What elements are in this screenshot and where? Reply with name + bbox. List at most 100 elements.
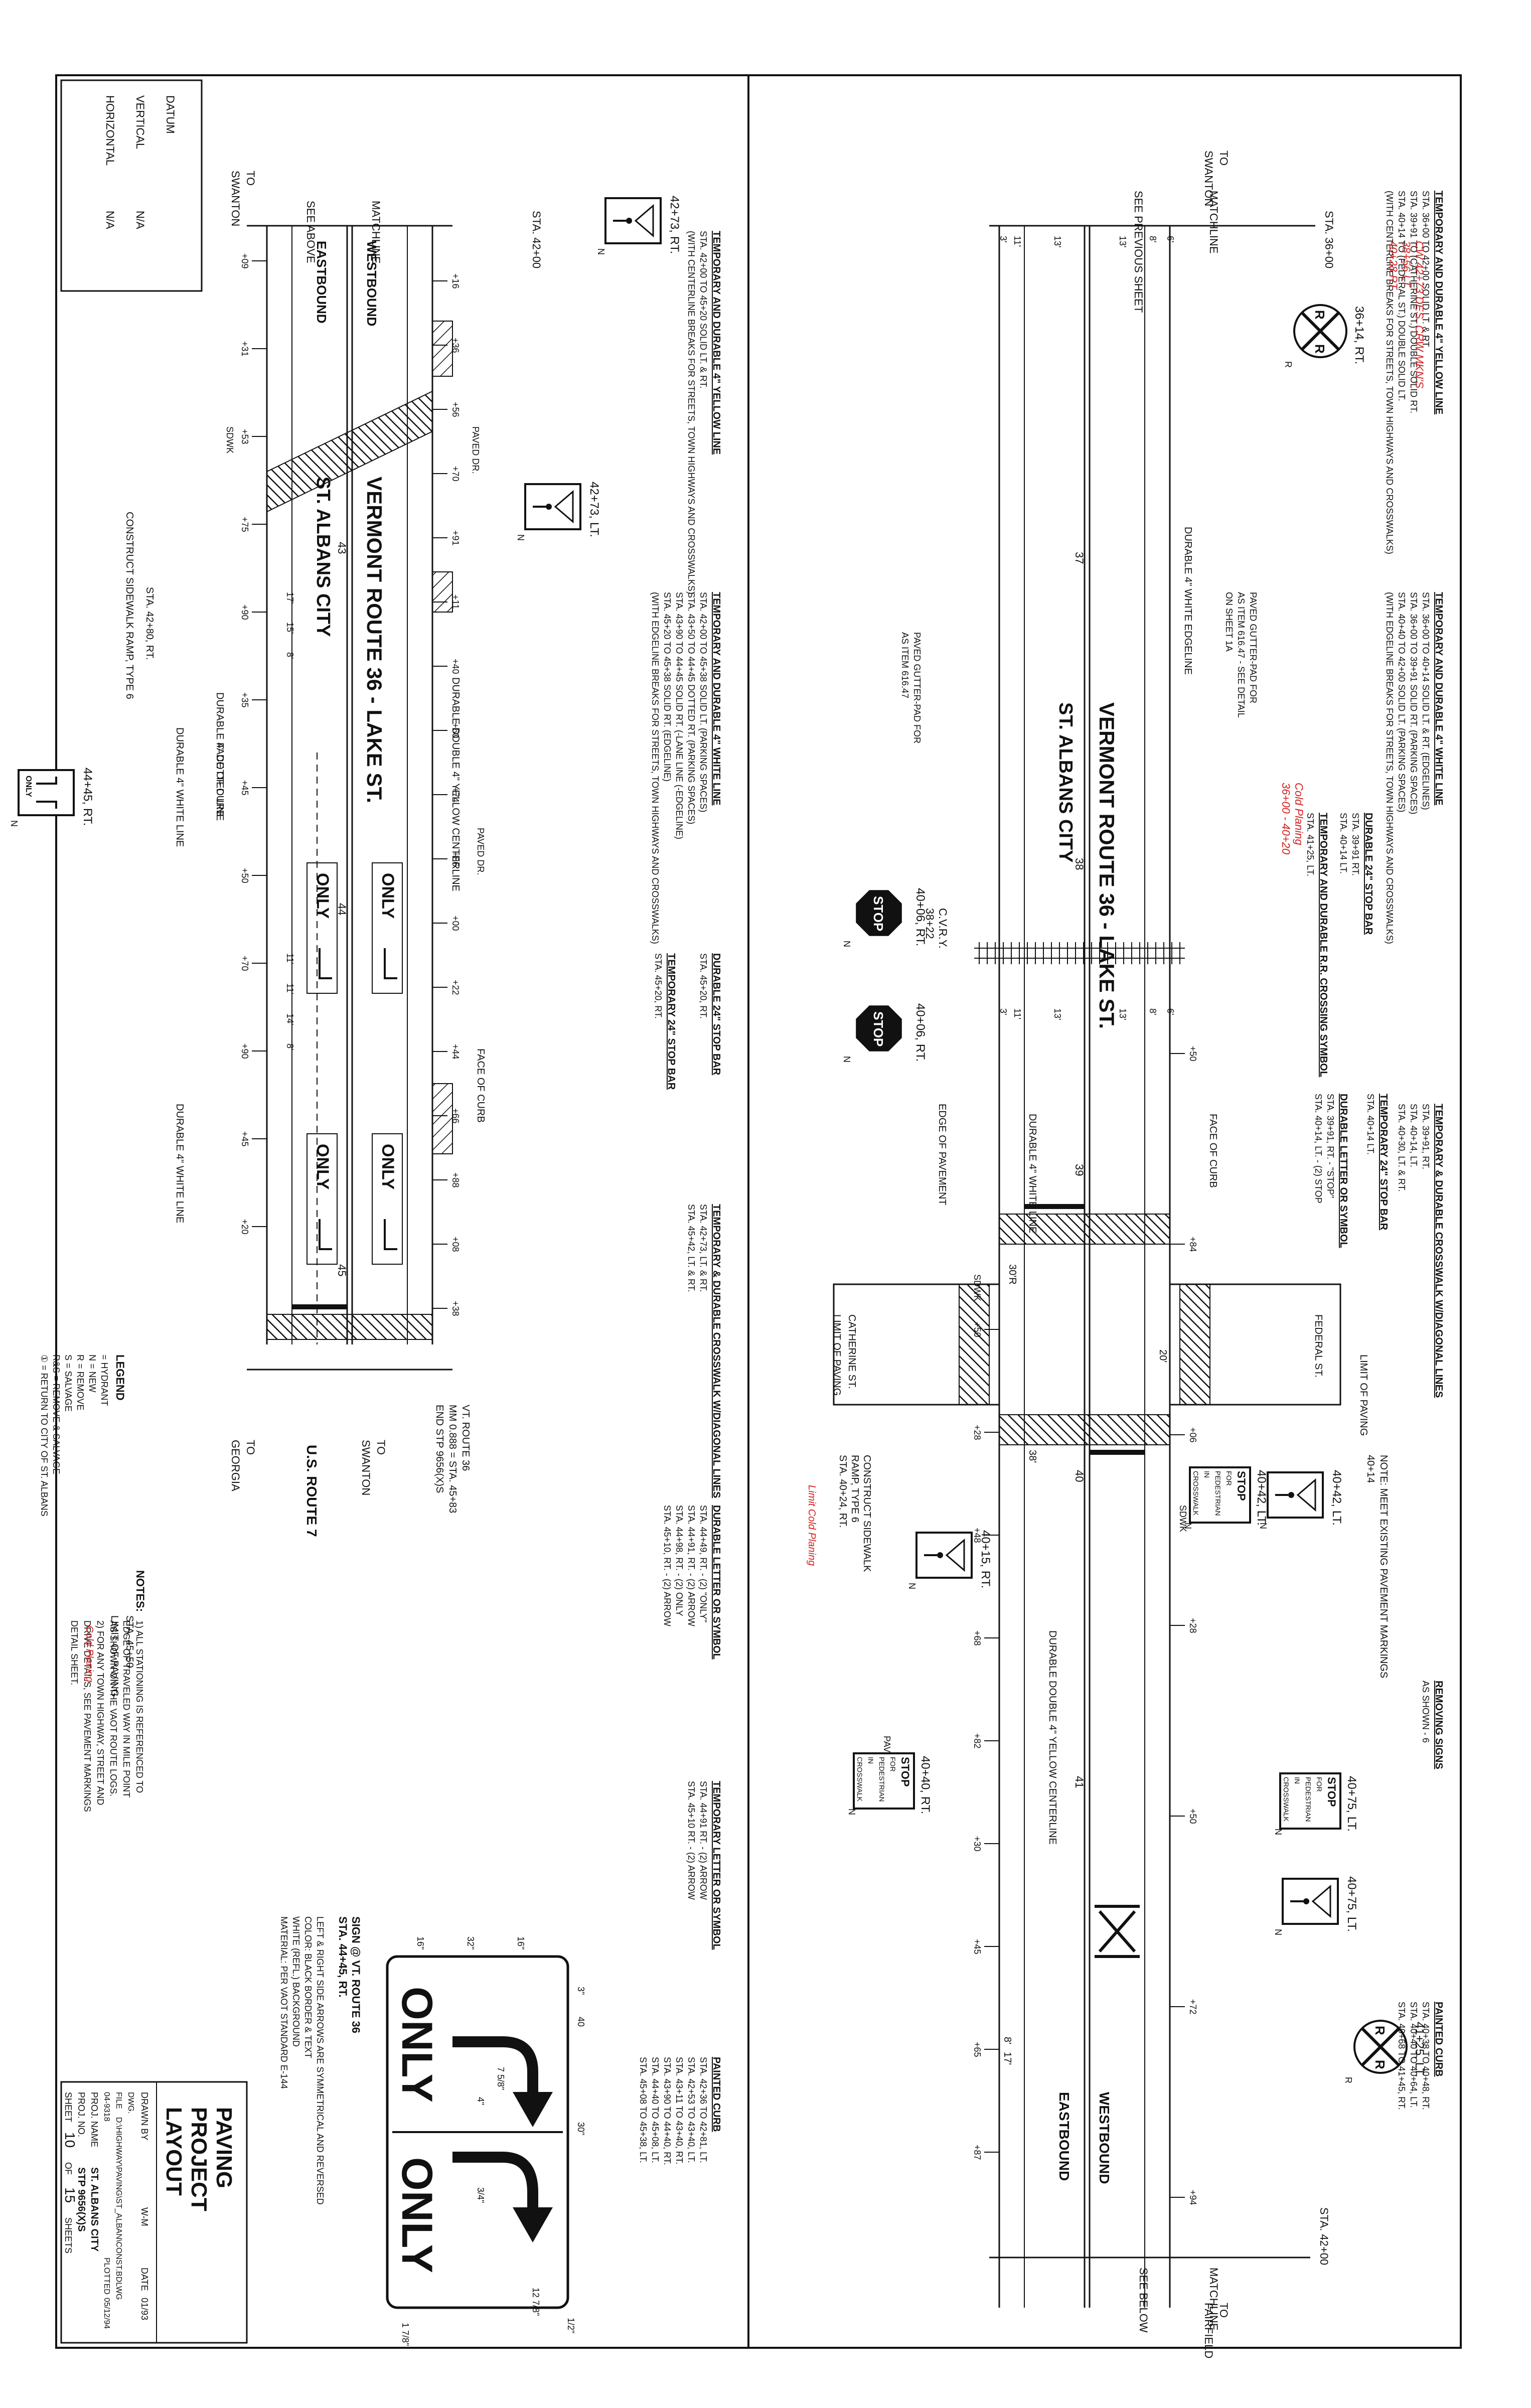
spec-title: TEMPORARY AND DURABLE 4" YELLOW LINE: [1433, 191, 1444, 414]
offset-label: +72: [1188, 1999, 1198, 2015]
stop-for-ped-text: FOR: [1315, 1777, 1323, 1792]
spec-crosswalk: TEMPORARY & DURABLE CROSSWALK W/DIAGONAL…: [1397, 1104, 1444, 1398]
spec-row: STA. 45+08 TO 45+38, LT.: [638, 2057, 648, 2163]
legend-item: N = NEW: [87, 1354, 97, 1393]
datum-frame: [60, 79, 203, 292]
pedestrian-sign-icon: [604, 197, 662, 244]
label-white-line: DURABLE 4" WHITE LINE: [1027, 1114, 1038, 1233]
note-line: DRIVE DETAILS, SEE PAVEMENT MARKINGS: [82, 1620, 92, 1812]
spec-row: STA. 39+91 RT.: [1350, 813, 1360, 876]
b-sdwk: SDWK: [225, 426, 235, 454]
sign-status: N: [847, 1809, 857, 1815]
b-to-swanton-2: SWANTON: [229, 171, 242, 226]
spec-title: TEMPORARY & DURABLE CROSSWALK W/DIAGONAL…: [1433, 1104, 1444, 1398]
sign: 40+42, LT.N: [1258, 1470, 1343, 1529]
stop-sign-text: STOP: [871, 896, 886, 931]
offset-label: +30: [972, 1836, 982, 1852]
to-fairfield-2: FAIRFIELD: [1202, 2303, 1215, 2358]
b-matchline-label: MATCHLINE: [370, 201, 382, 264]
offset-label: +75: [240, 517, 250, 532]
offset-label: +36: [450, 338, 461, 353]
pedestrian-sign-icon: [1282, 1878, 1339, 1925]
b-to-georgia-1: TO: [244, 1440, 257, 1455]
only-marking-text: ONLY: [378, 873, 397, 919]
stop-for-ped-text: PEDESTRIAN: [1214, 1471, 1222, 1516]
offset-label: +44: [450, 1044, 461, 1060]
sign: 42+73, RT.N: [596, 196, 681, 255]
sign-station: 40+75, LT.: [1345, 1876, 1358, 1932]
sign-status: N: [516, 534, 526, 541]
hw-top-note: CW 42+73 DES. CRW MKN'S: [1413, 241, 1426, 388]
legend-item: R = REMOVE: [75, 1354, 85, 1411]
rr-letter: R: [1372, 2060, 1388, 2069]
spec-row: (WITH CENTERLINE BREAKS FOR STREETS, TOW…: [686, 231, 696, 594]
pedestrian-sign-icon: [1267, 1471, 1324, 1519]
pedestrian-sign-icon: [524, 483, 581, 530]
spec-row: AS SHOWN - 6: [1421, 1681, 1431, 1743]
sign-dimension: 3/4": [476, 2187, 486, 2203]
b-road-name: VERMONT ROUTE 36 - LAKE ST.: [363, 477, 386, 803]
lane-width: 8': [1148, 1008, 1158, 1015]
sign-status: N: [907, 1583, 917, 1589]
see-below: SEE BELOW: [1137, 2268, 1150, 2333]
spec-row: STA. 40+68 TO 41+45, RT.: [1397, 2002, 1407, 2110]
offset-label: +45: [240, 1131, 250, 1147]
b-painted-curb-3: [432, 1083, 453, 1154]
lane-width: 15': [285, 622, 295, 634]
spec-row: (WITH CENTERLINE BREAKS FOR STREETS, TOW…: [1385, 191, 1395, 554]
sign-station: 42+73, LT.: [587, 482, 601, 537]
sign-status: N: [1273, 1929, 1283, 1935]
spec-title: DURABLE 24" STOP BAR: [1363, 813, 1374, 935]
sign-detail: ONLY ONLY 30"16"32"16"403"1/2"12 7/8"7 5…: [279, 1916, 586, 2346]
notes: NOTES: 1) ALL STATIONING IS REFERENCED T…: [69, 1570, 146, 1812]
sign-only-2: ONLY: [393, 2157, 441, 2273]
dim-17: 17': [1002, 2052, 1013, 2065]
stop-for-ped-text: STOP: [1235, 1471, 1248, 1501]
pedestrian-sign-icon: [915, 1532, 973, 1579]
sign-detail-title: SIGN @ VT. ROUTE 36: [350, 1916, 362, 2033]
spec-title: PAINTED CURB: [711, 2057, 722, 2132]
spec-row: STA. 42+36 TO 42+81, LT.: [698, 2057, 708, 2163]
lane-width: 6': [1165, 1008, 1175, 1015]
drawn-by-label: DRAWN BY: [139, 2092, 149, 2140]
offset-label: +53: [240, 429, 250, 444]
dwg-label: DWG.: [126, 2092, 135, 2114]
proj-no-label: PROJ. NO.: [76, 2092, 86, 2137]
sign: 40+75, LT. N: [1273, 1876, 1358, 1935]
spec-row: (WITH EDGELINE BREAKS FOR STREETS, TOWN …: [1385, 592, 1395, 944]
b-crosswalk-1: [266, 390, 433, 513]
b-eastbound: EASTBOUND: [314, 241, 329, 324]
offset-label: +31: [240, 341, 250, 357]
b-limit-paving: LIMIT OF PAVING: [109, 1615, 120, 1697]
lane-width: 8': [285, 1043, 295, 1050]
offset-label: +08: [450, 1237, 461, 1252]
spec-row: STA. 44+49, RT. - (2) "ONLY": [698, 1505, 708, 1622]
sheet-label: SHEET: [63, 2092, 73, 2122]
lane-width: 8': [285, 652, 295, 659]
station-number: 41: [1073, 1776, 1086, 1788]
sta-end-top: STA. 42+00: [1318, 2207, 1330, 2265]
b-to-swanton-3: TO: [375, 1440, 387, 1455]
offset-label: +28: [1188, 1618, 1198, 1633]
offset-label: +56: [450, 402, 461, 417]
sign-status: N: [9, 820, 19, 827]
spec-row: STA. 43+11 TO 43+40, RT.: [674, 2057, 684, 2164]
crosswalk-a: [999, 1214, 1170, 1245]
only-marking-text: ONLY: [313, 1144, 332, 1190]
of-label: OF: [63, 2162, 73, 2175]
spec-row: STA. 44+98, RT. - (2) ONLY: [674, 1505, 684, 1616]
label-yellow-center: DURABLE DOUBLE 4" YELLOW CENTERLINE: [1047, 1630, 1058, 1845]
offset-label: +20: [240, 1219, 250, 1235]
offset-label: +91: [450, 530, 461, 546]
